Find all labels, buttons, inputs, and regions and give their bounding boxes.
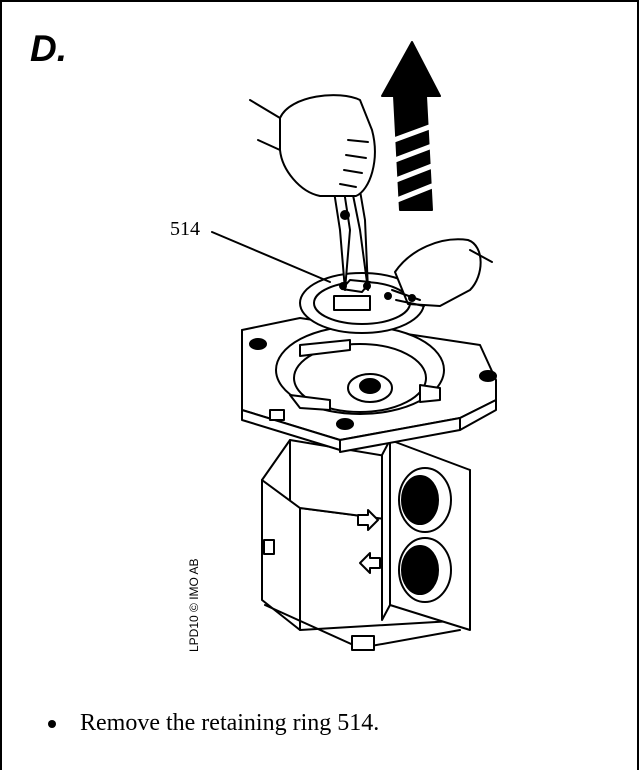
pump-housing [241, 317, 497, 651]
callout-leader [211, 231, 331, 283]
bullet-icon [48, 719, 56, 728]
step-label: D. [30, 28, 67, 69]
lift-arrow-icon [381, 41, 441, 211]
copyright-notice: LPD10 © IMO AB [187, 558, 201, 652]
instruction-item: Remove the retaining ring 514. [48, 710, 379, 737]
upper-hand [249, 94, 376, 197]
lower-hand [384, 238, 493, 307]
callout-label-514: 514 [170, 218, 200, 240]
instruction-text: Remove the retaining ring 514. [80, 710, 380, 736]
pump-illustration [211, 41, 497, 651]
retaining-ring-514 [299, 272, 425, 334]
